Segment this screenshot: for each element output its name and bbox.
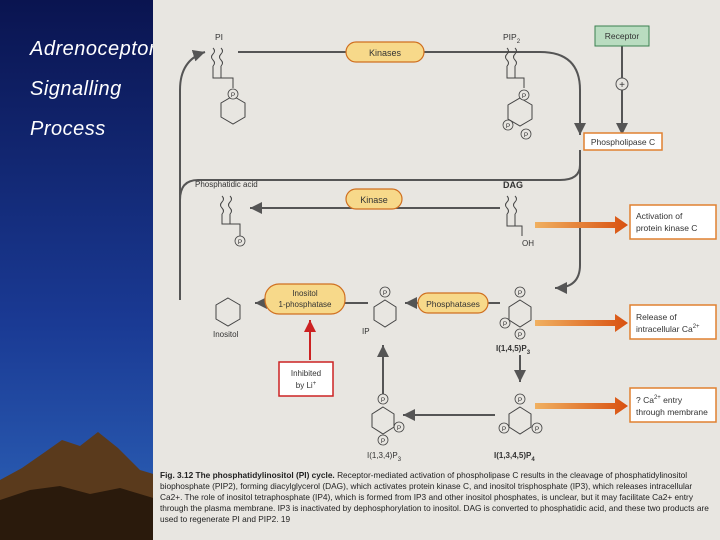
- pi-lipid-tails: [211, 47, 234, 88]
- ca-entry-effect-box: [629, 387, 717, 423]
- figure-title: The phosphatidylinositol (PI) cycle.: [195, 470, 335, 480]
- pi-label: PI: [215, 32, 223, 42]
- ip4-phosphate-1: [514, 393, 526, 405]
- ip4-phosphate-2-label: P: [535, 426, 539, 433]
- pi-inositol-ring: [220, 95, 246, 125]
- pa-lipid-tails: [220, 195, 241, 236]
- cycle-arrow-left: [179, 49, 206, 300]
- phosphatidic-acid-label: Phosphatidic acid: [195, 180, 258, 189]
- inositol-1-phosphatase-label-1: Inositol: [292, 289, 318, 298]
- plus-circle: [615, 77, 629, 91]
- kinase-pill: [345, 188, 403, 210]
- ip-ring: [373, 299, 397, 328]
- dag-label: DAG: [503, 180, 523, 190]
- receptor-box: [594, 25, 650, 47]
- figure-caption-text: Receptor-mediated activation of phosphol…: [160, 470, 709, 524]
- pip2-label: PIP2: [503, 32, 521, 45]
- page-number: 19: [280, 514, 291, 524]
- figure-label: Fig. 3.12: [160, 470, 194, 480]
- pip2-phosphate-1: [518, 89, 530, 101]
- pa-phosphate-label: P: [238, 239, 242, 246]
- pip2-phosphate-3-label: P: [524, 132, 528, 139]
- ip4-ring: [508, 406, 532, 435]
- ca-entry-line-2: through membrane: [636, 407, 708, 417]
- inositol-1-phosphatase-pill: [264, 283, 346, 315]
- pi-phosphate-label: P: [231, 92, 235, 99]
- inhibited-line-2: by Li+: [296, 381, 317, 390]
- plc-to-ip3-arrow: [554, 150, 581, 294]
- ip3-134-label: I(1,3,4)P3: [367, 451, 402, 463]
- phosphatases-pill: [417, 292, 489, 314]
- phosphatases-label: Phosphatases: [426, 299, 480, 309]
- ip3-phosphate-2-label: P: [503, 321, 507, 328]
- ip3b-phosphate-2: [393, 421, 405, 433]
- pkc-effect-line-2: protein kinase C: [636, 223, 697, 233]
- ip3b-phosphate-2-label: P: [397, 425, 401, 432]
- cycle-arrow-top: [238, 51, 586, 135]
- ip4-phosphate-1-label: P: [518, 397, 522, 404]
- pkc-effect-line-1: Activation of: [636, 211, 683, 221]
- ip4-1345-label: I(1,3,4,5)P4: [494, 451, 535, 463]
- pa-phosphate: [234, 235, 246, 247]
- inhibited-box: [278, 361, 334, 397]
- plus-sign: +: [619, 80, 625, 91]
- dag-oh-label: OH: [522, 239, 534, 248]
- ip-phosphate: [379, 286, 391, 298]
- pkc-effect-arrow: [535, 216, 628, 234]
- slide-title-line-1: Adrenoceptors:: [30, 38, 173, 60]
- ca-entry-line-1: ? Ca2+ entry: [636, 395, 683, 405]
- pip2-lipid-tails: [505, 47, 525, 88]
- phospholipase-c-box: [583, 132, 663, 151]
- pi-cycle-diagram: Kinases Kinase Inositol 1-phosphatase Ph…: [179, 25, 717, 463]
- ip3b-phosphate-1-label: P: [381, 397, 385, 404]
- ip3-phosphate-3: [514, 328, 526, 340]
- receptor-label: Receptor: [605, 31, 640, 41]
- inositol-1-phosphatase-label-2: 1-phosphatase: [279, 300, 332, 309]
- pi-phosphate: [227, 88, 239, 100]
- pip2-phosphate-1-label: P: [522, 93, 526, 100]
- kinases-pill: [345, 41, 425, 63]
- pip2-inositol-ring: [507, 97, 533, 127]
- ip3b-phosphate-3: [377, 434, 389, 446]
- inositol-label: Inositol: [213, 330, 239, 339]
- ip-label: IP: [362, 327, 370, 336]
- pip2-phosphate-2-label: P: [506, 123, 510, 130]
- foreground-hills: [0, 486, 160, 540]
- ip3-phosphate-1-label: P: [518, 290, 522, 297]
- ca-release-effect-box: [629, 304, 717, 340]
- ip3-ring: [508, 299, 532, 328]
- ca-release-line-2: intracellular Ca2+: [636, 324, 700, 334]
- textbook-page: [153, 0, 720, 540]
- ip3-phosphate-3-label: P: [518, 332, 522, 339]
- ip3b-ring: [371, 406, 395, 435]
- ca-release-effect-arrow: [535, 314, 628, 332]
- ip3-phosphate-1: [514, 286, 526, 298]
- inositol-ring: [215, 297, 241, 327]
- ip3b-phosphate-1: [377, 393, 389, 405]
- pip2-phosphate-2: [502, 119, 514, 131]
- pip2-phosphate-3: [520, 128, 532, 140]
- figure-caption: Fig. 3.12 The phosphatidylinositol (PI) …: [160, 470, 716, 525]
- ip3b-phosphate-3-label: P: [381, 438, 385, 445]
- kinase-label: Kinase: [360, 195, 388, 205]
- ip3-145-label: I(1,4,5)P3: [496, 344, 531, 356]
- slide-title-line-3: Process: [30, 118, 106, 140]
- ca-entry-effect-arrow: [535, 397, 628, 415]
- slide-title-line-2: Signalling: [30, 78, 122, 100]
- ip4-phosphate-3: [498, 422, 510, 434]
- dag-lipid-tails: [505, 195, 523, 236]
- pkc-effect-box: [629, 204, 717, 240]
- kinases-label: Kinases: [369, 48, 402, 58]
- phospholipase-c-label: Phospholipase C: [591, 137, 655, 147]
- ip4-phosphate-2: [531, 422, 543, 434]
- ca-release-line-1: Release of: [636, 312, 677, 322]
- ip4-phosphate-3-label: P: [502, 426, 506, 433]
- ip-phosphate-label: P: [383, 290, 387, 297]
- ip3-phosphate-2: [499, 317, 511, 329]
- inhibited-line-1: Inhibited: [291, 369, 321, 378]
